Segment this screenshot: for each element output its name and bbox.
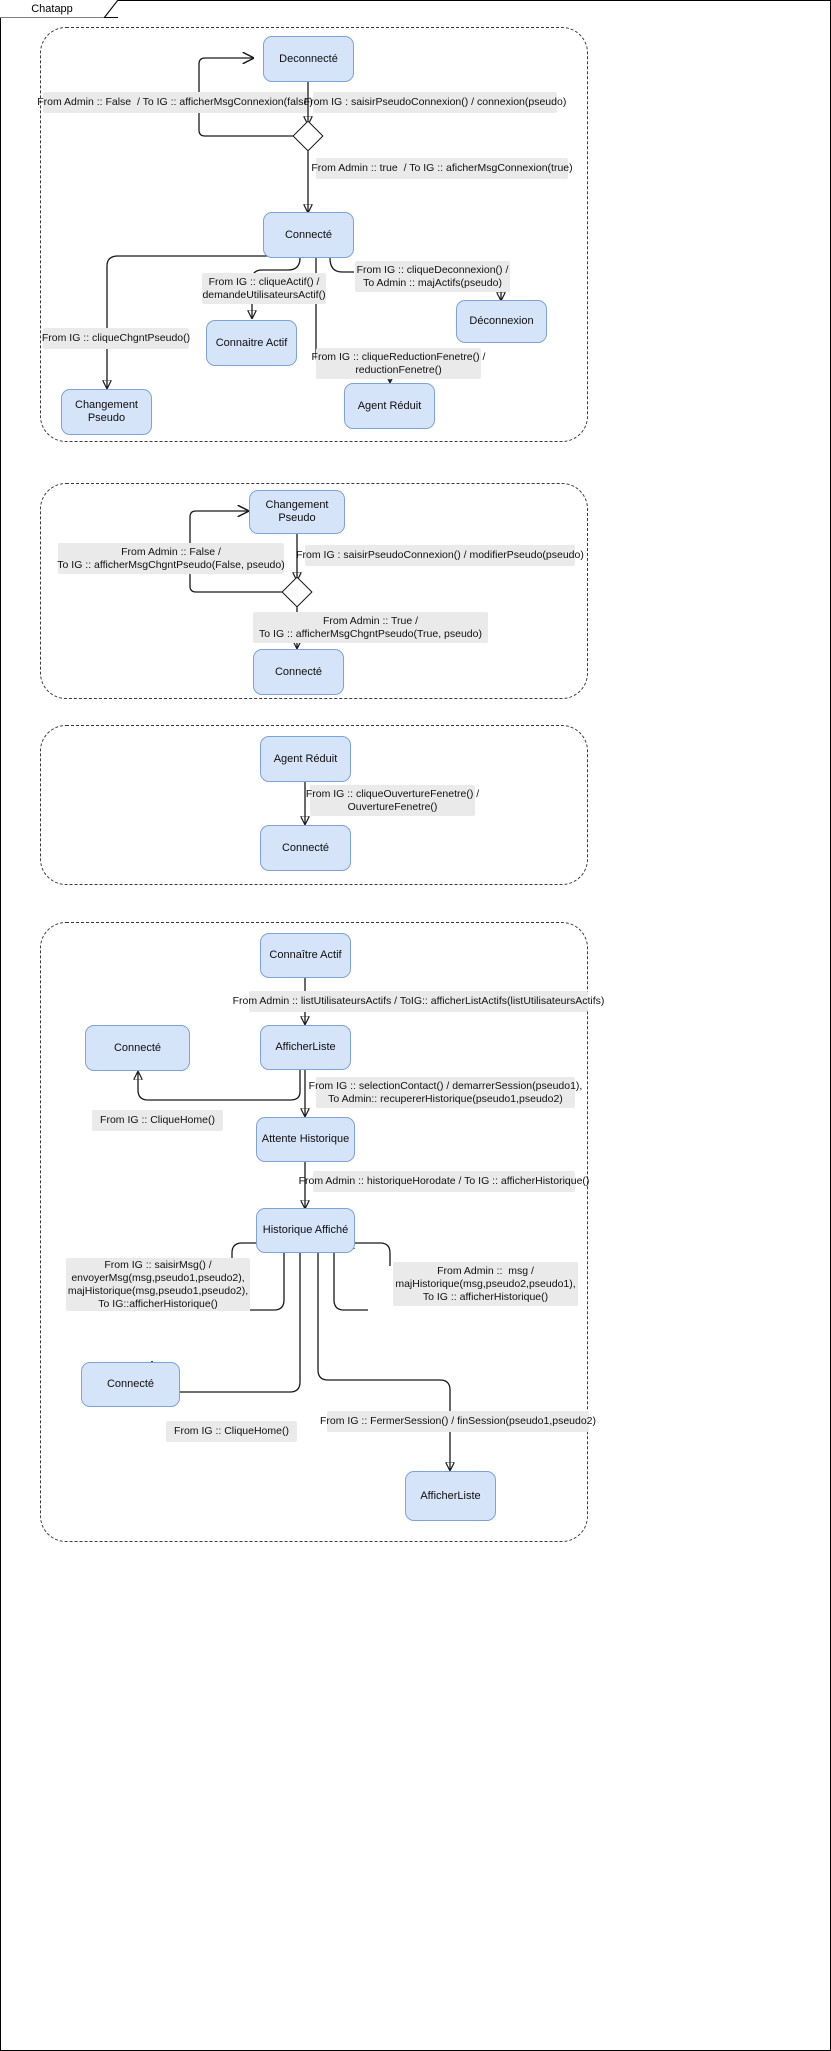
state-label: Deconnecté [279,52,338,65]
state-label: Agent Réduit [357,399,422,412]
label-text: From IG :: saisirMsg() / envoyerMsg(msg,… [67,1258,249,1310]
state-label: Attente Historique [261,1133,350,1145]
label-text: From Admin :: msg / majHistorique(msg,ps… [395,1264,576,1303]
label-fermer-session: From IG :: FermerSession() / finSession(… [320,1411,596,1432]
label-chgnt-admin-true: From Admin :: True / To IG :: afficherMs… [253,612,488,643]
state-label: Historique Affiché [262,1224,349,1236]
region-agent-reduit [40,725,588,885]
state-connecte-r3[interactable]: Connecté [260,825,351,871]
state-changement-pseudo-r2[interactable]: Changement Pseudo [249,490,345,534]
state-attente-historique[interactable]: Attente Historique [256,1117,355,1162]
region-changement-pseudo [40,483,588,699]
state-connaitre-actif-r1[interactable]: Connaitre Actif [206,320,297,366]
label-clique-home-bottom: From IG :: CliqueHome() [166,1421,297,1442]
diagram-title-tab: Chatapp [0,0,118,18]
state-label: AfficherListe [275,1041,336,1053]
state-connaitre-actif-r4[interactable]: Connaître Actif [260,933,351,978]
label-selection-contact: From IG :: selectionContact() / demarrer… [309,1077,582,1108]
label-text: From IG : saisirPseudoConnexion() / modi… [296,549,584,561]
label-text: From Admin :: True / To IG :: afficherMs… [259,614,482,640]
state-connecte-r1[interactable]: Connecté [263,212,354,258]
state-label: Agent Réduit [273,752,338,765]
label-text: From Admin :: true / To IG :: aficherMsg… [311,162,573,174]
label-text: From IG :: CliqueHome() [174,1425,289,1437]
state-changement-pseudo-r1[interactable]: Changement Pseudo [61,389,152,435]
state-afficher-liste-bottom[interactable]: AfficherListe [405,1471,496,1521]
state-label: AfficherListe [420,1489,481,1502]
label-chgnt-saisir-pseudo: From IG : saisirPseudoConnexion() / modi… [296,545,584,566]
label-saisir-pseudo-connexion: From IG : saisirPseudoConnexion() / conn… [304,92,566,113]
label-text: From IG :: cliqueActif() / demandeUtilis… [202,275,326,301]
state-deconnexion[interactable]: Déconnexion [456,300,547,343]
region-historique [40,922,588,1542]
state-afficher-liste-top[interactable]: AfficherListe [260,1025,351,1070]
label-clique-home-top: From IG :: CliqueHome() [92,1110,223,1131]
label-historique-horodate: From Admin :: historiqueHorodate / To IG… [299,1171,589,1192]
label-chgnt-admin-false: From Admin :: False / To IG :: afficherM… [57,543,285,574]
label-text: From Admin :: historiqueHorodate / To IG… [298,1175,590,1187]
state-historique-affiche[interactable]: Historique Affiché [256,1208,355,1253]
label-clique-actif: From IG :: cliqueActif() / demandeUtilis… [202,273,326,304]
state-label: Connecté [274,665,323,678]
label-clique-deconnexion: From IG :: cliqueDeconnexion() / To Admi… [355,261,510,292]
label-admin-msg: From Admin :: msg / majHistorique(msg,ps… [393,1262,578,1306]
label-list-utilisateurs-actifs: From Admin :: listUtilisateursActifs / T… [233,991,604,1012]
label-admin-false: From Admin :: False / To IG :: afficherM… [37,92,313,113]
label-saisir-msg: From IG :: saisirMsg() / envoyerMsg(msg,… [66,1258,250,1311]
state-label: Connecté [113,1041,162,1054]
label-text: From IG :: cliqueReductionFenetre() / re… [311,350,486,376]
state-label: Connaitre Actif [215,336,288,349]
label-clique-ouverture-fenetre: From IG :: cliqueOuvertureFenetre() / Ou… [306,785,479,816]
state-label: Déconnexion [469,315,534,327]
label-text: From IG :: cliqueDeconnexion() / To Admi… [356,263,509,289]
label-text: From Admin :: listUtilisateursActifs / T… [232,995,605,1007]
state-deconnecte[interactable]: Deconnecté [263,36,354,82]
state-agent-reduit-r3[interactable]: Agent Réduit [260,736,351,782]
region-connexion [40,27,588,442]
state-connecte-r4-bottom[interactable]: Connecté [81,1362,180,1407]
label-text: From IG : saisirPseudoConnexion() / conn… [303,96,567,108]
state-connecte-r4-top[interactable]: Connecté [85,1025,190,1071]
label-text: From IG :: cliqueOuvertureFenetre() / Ou… [305,787,480,813]
state-label: Connecté [106,1378,155,1390]
label-text: From IG :: cliqueChgntPseudo() [41,332,191,344]
state-label: Connecté [281,841,330,854]
label-admin-true: From Admin :: true / To IG :: aficherMsg… [311,158,573,179]
label-clique-reduction-fenetre: From IG :: cliqueReductionFenetre() / re… [312,348,485,379]
state-label: Changement Pseudo [75,399,138,424]
label-text: From IG :: FermerSession() / finSession(… [319,1415,597,1427]
page-title: Chatapp [31,3,73,15]
label-clique-chgnt-pseudo: From IG :: cliqueChgntPseudo() [41,328,191,349]
label-text: From Admin :: False / To IG :: afficherM… [37,96,313,108]
label-text: From Admin :: False / To IG :: afficherM… [57,545,285,571]
tab-shape-icon [0,0,118,18]
state-label: Connecté [284,228,333,241]
state-connecte-r2[interactable]: Connecté [253,649,344,695]
label-text: From IG :: selectionContact() / demarrer… [308,1079,583,1105]
state-label: Changement Pseudo [265,499,329,524]
label-text: From IG :: CliqueHome() [100,1114,215,1126]
state-agent-reduit-r1[interactable]: Agent Réduit [344,383,435,429]
state-label: Connaître Actif [269,949,342,961]
